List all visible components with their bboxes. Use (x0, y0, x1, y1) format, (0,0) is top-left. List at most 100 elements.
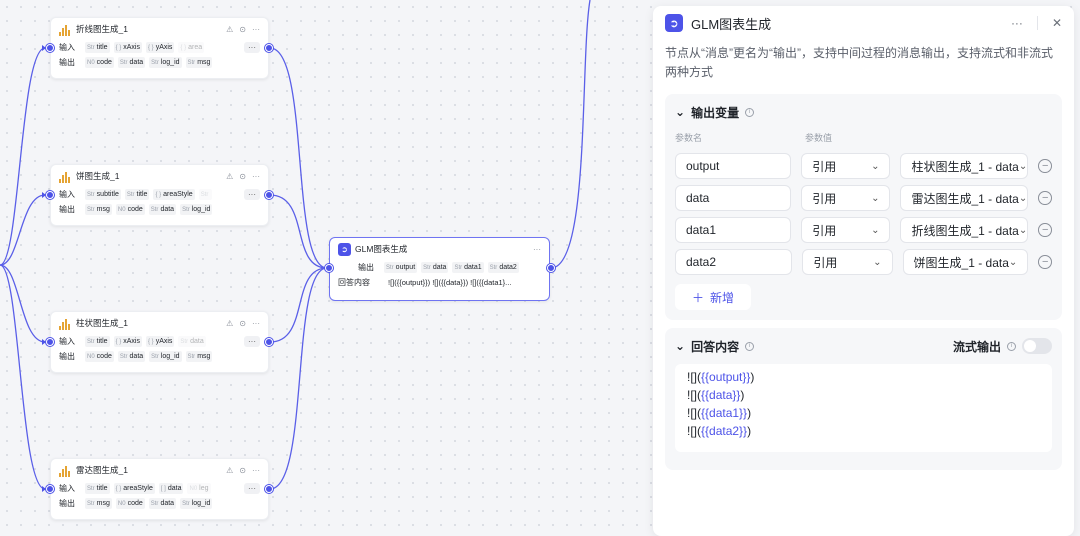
debug-icon[interactable]: ⚠ (226, 171, 234, 181)
answer-line: ![]({{data2}}) (687, 424, 752, 438)
node-title: 饼图生成_1 (76, 171, 120, 181)
chevron-down-icon: ⌄ (1018, 160, 1028, 172)
reference-select[interactable]: 雷达图生成_1 - data⌄ (900, 185, 1029, 211)
output-handle[interactable] (547, 264, 555, 272)
bar-chart-icon (59, 464, 72, 477)
input-handle[interactable] (46, 44, 54, 52)
add-variable-button[interactable]: ＋ 新增 (675, 284, 751, 310)
remove-icon[interactable]: − (1038, 255, 1052, 269)
remove-icon[interactable]: − (1038, 223, 1052, 237)
variable-name-input[interactable]: output (675, 153, 792, 179)
section-title: 输出变量 (691, 105, 740, 120)
output-handle[interactable] (265, 44, 273, 52)
run-icon[interactable]: ⊙ (239, 465, 246, 475)
stream-output-toggle[interactable] (1022, 338, 1052, 354)
param-chip: { }xAxis (113, 336, 142, 347)
info-icon[interactable]: i (745, 107, 755, 117)
param-chip: Str (198, 189, 213, 200)
panel-title: GLM图表生成 (691, 16, 772, 32)
more-icon[interactable]: ··· (1010, 16, 1023, 30)
debug-icon[interactable]: ⚠ (226, 24, 234, 34)
chevron-down-icon: ⌄ (873, 256, 882, 268)
bar-chart-icon (59, 170, 72, 183)
chevron-down-icon: ⌄ (871, 224, 880, 236)
run-icon[interactable]: ⊙ (239, 318, 246, 328)
reference-select[interactable]: 柱状图生成_1 - data⌄ (900, 153, 1029, 179)
answer-content-editor[interactable]: ![]({{output}}) ![]({{data}}) ![]({{data… (675, 364, 1052, 452)
output-node-icon: ➲ (338, 242, 351, 256)
more-icon[interactable]: ··· (252, 465, 260, 475)
chevron-down-icon[interactable]: ⌄ (675, 339, 686, 353)
variable-name-input[interactable]: data2 (675, 249, 793, 275)
variable-row: data2 引用⌄ 饼图生成_1 - data⌄ − (665, 246, 1062, 278)
more-params-button[interactable]: ··· (244, 42, 260, 53)
reference-select[interactable]: 饼图生成_1 - data⌄ (902, 249, 1029, 275)
param-chip: { }areaStyle (153, 189, 195, 200)
output-handle[interactable] (265, 338, 273, 346)
value-type-select[interactable]: 引用⌄ (801, 185, 891, 211)
chevron-down-icon[interactable]: ⌄ (675, 105, 686, 119)
input-handle[interactable] (325, 264, 333, 272)
col-header-name: 参数名 (675, 132, 703, 143)
run-icon[interactable]: ⊙ (239, 24, 246, 34)
variable-name-input[interactable]: data1 (675, 217, 792, 243)
debug-icon[interactable]: ⚠ (226, 465, 234, 475)
more-params-button[interactable]: ··· (244, 189, 260, 200)
more-icon[interactable]: ··· (252, 171, 260, 181)
param-chip: { }yAxis (146, 336, 175, 347)
answer-label: 回答内容 (338, 278, 370, 287)
chevron-down-icon: ⌄ (871, 160, 880, 172)
input-handle[interactable] (46, 191, 54, 199)
panel-description: 节点从“消息”更名为“输出”，支持中间过程的消息输出，支持流式和非流式两种方式 (665, 46, 1053, 79)
input-handle[interactable] (46, 485, 54, 493)
remove-icon[interactable]: − (1038, 191, 1052, 205)
more-icon[interactable]: ··· (533, 244, 541, 254)
debug-icon[interactable]: ⚠ (226, 318, 234, 328)
plus-icon: ＋ (691, 290, 704, 305)
divider (1036, 16, 1038, 30)
info-icon[interactable]: i (1007, 341, 1016, 351)
param-chip: [ ]data (158, 483, 184, 494)
more-icon[interactable]: ··· (252, 24, 260, 34)
more-params-button[interactable]: ··· (244, 483, 260, 494)
value-type-select[interactable]: 引用⌄ (802, 249, 893, 275)
output-handle[interactable] (265, 191, 273, 199)
more-icon[interactable]: ··· (252, 318, 260, 328)
output-label: 输出 (59, 58, 75, 67)
node-title: 柱状图生成_1 (76, 318, 128, 328)
chevron-down-icon: ⌄ (1008, 256, 1018, 268)
chevron-down-icon: ⌄ (1018, 224, 1028, 236)
value-type-select[interactable]: 引用⌄ (801, 153, 891, 179)
info-icon[interactable]: i (745, 341, 755, 351)
more-params-button[interactable]: ··· (244, 336, 260, 347)
node-title: GLM图表生成 (355, 244, 408, 254)
reference-select[interactable]: 折线图生成_1 - data⌄ (900, 217, 1029, 243)
chevron-down-icon: ⌄ (871, 192, 880, 204)
value-type-select[interactable]: 引用⌄ (801, 217, 891, 243)
remove-icon[interactable]: − (1038, 159, 1052, 173)
close-icon[interactable]: ✕ (1051, 16, 1062, 30)
variable-name-input[interactable]: data (675, 185, 792, 211)
input-handle[interactable] (46, 338, 54, 346)
bar-chart-icon (59, 23, 72, 36)
output-handle[interactable] (265, 485, 273, 493)
run-icon[interactable]: ⊙ (239, 171, 246, 181)
input-label: 输入 (59, 484, 75, 493)
